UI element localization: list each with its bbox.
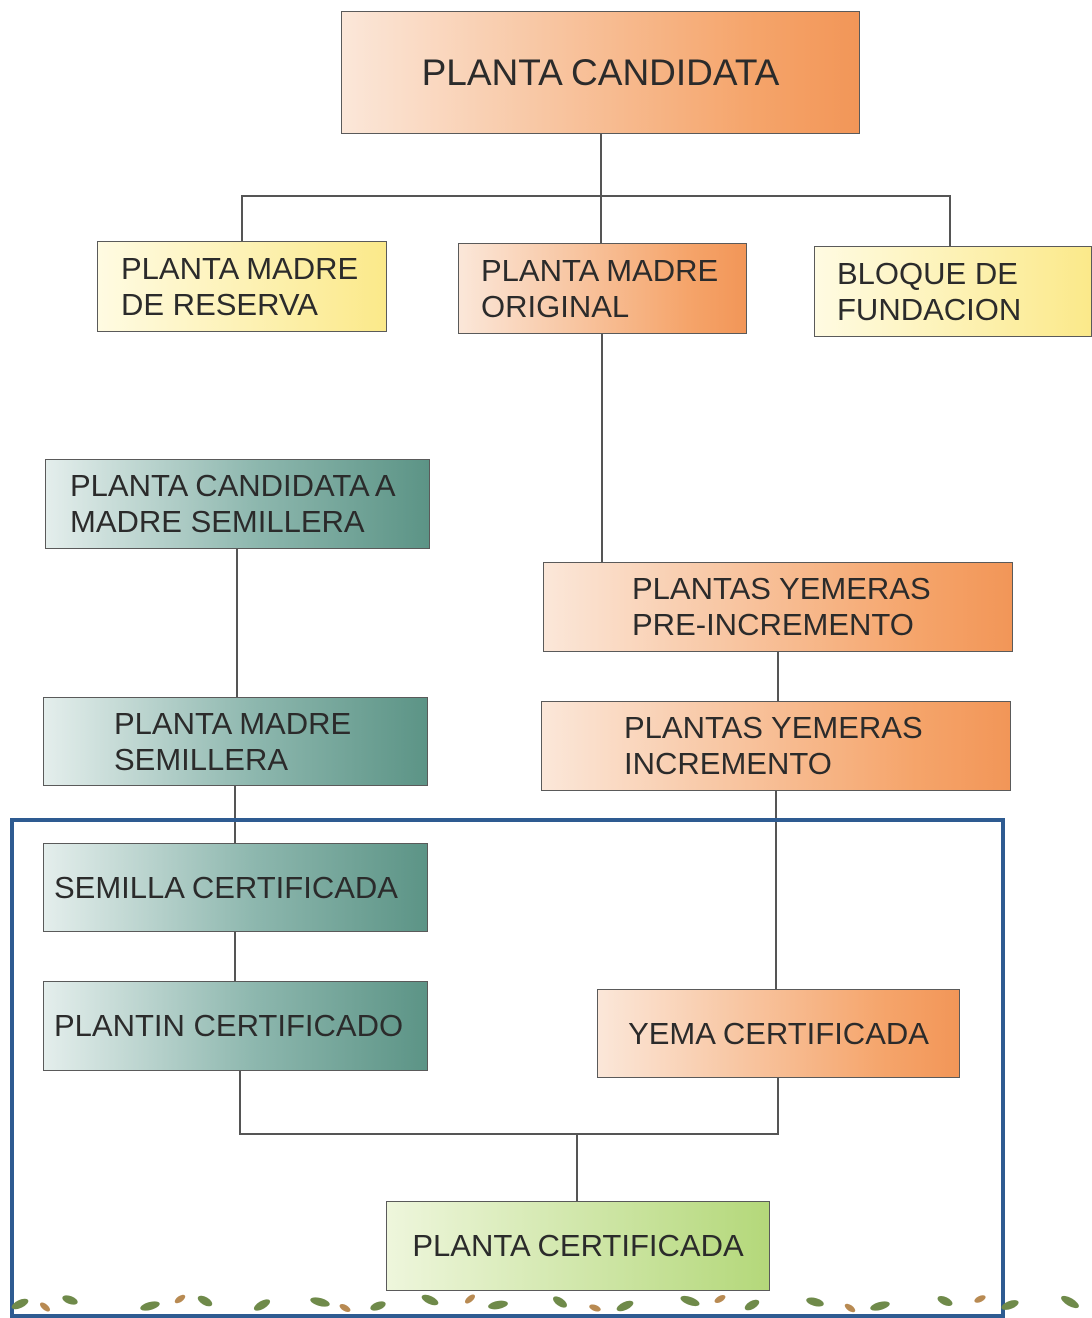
connector-root-down [600,134,602,196]
node-planta-certificada: PLANTA CERTIFICADA [386,1201,770,1291]
connector-pre-to-inc [777,651,779,701]
node-label: PLANTA MADRE SEMILLERA [114,705,352,777]
node-label: PLANTA CANDIDATA A MADRE SEMILLERA [70,468,396,539]
leaf-pattern-decoration [11,1294,1079,1313]
node-yemeras-incremento: PLANTAS YEMERAS INCREMENTO [541,701,1011,791]
node-label: PLANTA MADRE ORIGINAL [481,252,719,324]
node-plantin-certificado: PLANTIN CERTIFICADO [43,981,428,1071]
node-label: PLANTAS YEMERAS INCREMENTO [624,710,923,781]
connector-plantin-down [239,1071,241,1135]
connector-merge-horizontal [239,1133,779,1135]
connector-inc-to-yema [775,791,777,989]
connector-yema-down [777,1078,779,1135]
connector-semilla-to-plantin [234,931,236,981]
connector-to-original [600,195,602,243]
node-bloque-fundacion: BLOQUE DE FUNDACION [814,246,1092,337]
node-label: PLANTA MADRE DE RESERVA [121,250,359,322]
connector-merge-to-certificada [576,1133,578,1201]
node-planta-madre-semillera: PLANTA MADRE SEMILLERA [43,697,428,786]
connector-to-bloque [949,195,951,246]
node-planta-madre-reserva: PLANTA MADRE DE RESERVA [97,241,387,332]
node-label: PLANTA CERTIFICADA [412,1228,744,1263]
connector-madresem-to-semilla [234,785,236,843]
node-label: PLANTIN CERTIFICADO [54,1008,404,1043]
node-label: YEMA CERTIFICADA [628,1015,929,1051]
connector-original-to-pre [601,334,603,562]
node-label: SEMILLA CERTIFICADA [54,869,398,905]
connector-candsem-to-madresem [236,549,238,697]
node-candidata-madre-semillera: PLANTA CANDIDATA A MADRE SEMILLERA [45,459,430,549]
node-yema-certificada: YEMA CERTIFICADA [597,989,960,1078]
node-semilla-certificada: SEMILLA CERTIFICADA [43,843,428,932]
node-yemeras-pre-incremento: PLANTAS YEMERAS PRE-INCREMENTO [543,562,1013,652]
node-planta-madre-original: PLANTA MADRE ORIGINAL [458,243,747,334]
connector-root-horizontal [241,195,951,197]
node-label: PLANTA CANDIDATA [421,51,780,93]
node-label: PLANTAS YEMERAS PRE-INCREMENTO [632,571,931,642]
connector-to-reserva [241,195,243,241]
node-label: BLOQUE DE FUNDACION [837,255,1022,327]
node-planta-candidata: PLANTA CANDIDATA [341,11,860,134]
